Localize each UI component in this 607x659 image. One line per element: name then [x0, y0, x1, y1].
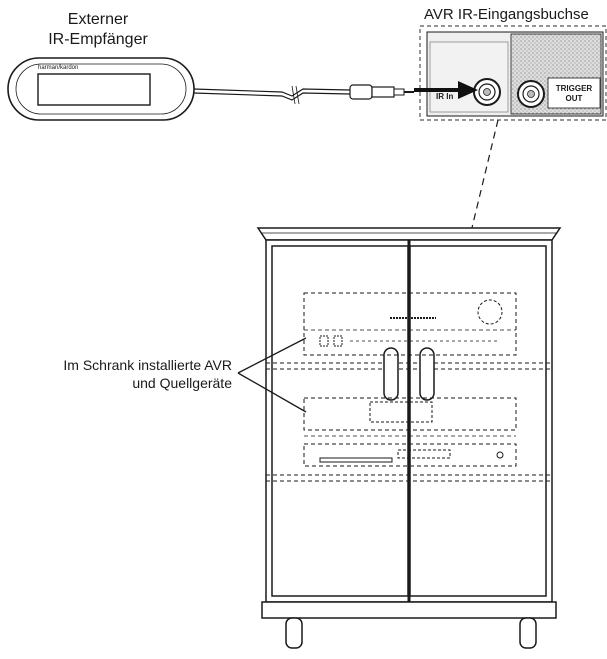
avr-receiver-in-cabinet: [303, 292, 517, 356]
cabinet-base: [261, 601, 557, 619]
avr-rear-panel: TRIGGER OUT IR In: [419, 25, 607, 121]
mini-jack-plug: [349, 84, 373, 100]
external-ir-receiver: harman/kardon: [7, 57, 195, 121]
receiver-title: Externer IR-Empfänger: [38, 10, 158, 50]
source-device-1: [303, 397, 517, 437]
avr-volume-knob: [477, 299, 503, 325]
receiver-title-line1: Externer: [67, 11, 129, 28]
cabinet-caption-line1: Im Schrank installierte AVR: [63, 357, 232, 373]
trigger-out-label-line1: TRIGGER: [556, 84, 593, 93]
dashed-leader-line: [454, 119, 499, 299]
insert-arrow: [414, 81, 478, 99]
callout-line-sources: [237, 372, 307, 413]
receiver-brand: harman/kardon: [38, 65, 78, 71]
receiver-title-line2: IR-Empfänger: [48, 31, 148, 48]
door-handle-right: [419, 347, 435, 401]
device-display: [369, 401, 433, 423]
ir-in-label: IR In: [436, 92, 453, 101]
cabinet-foot-left: [285, 617, 303, 649]
receiver-window: [37, 73, 151, 106]
cabinet-caption: Im Schrank installierte AVR und Quellger…: [6, 356, 232, 392]
jack-title: AVR IR-Eingangsbuchse: [424, 6, 589, 23]
receiver-cable: [193, 84, 414, 105]
trigger-out-label-line2: OUT: [566, 94, 583, 103]
cabinet-foot-right: [519, 617, 537, 649]
callout-line-avr: [237, 337, 307, 374]
cabinet: [256, 227, 562, 649]
cable-break-mark: [291, 85, 296, 105]
cabinet-caption-line2: und Quellgeräte: [132, 375, 232, 391]
source-device-2: [303, 443, 517, 467]
disc-tray: [319, 457, 393, 463]
door-handle-left: [383, 347, 399, 401]
